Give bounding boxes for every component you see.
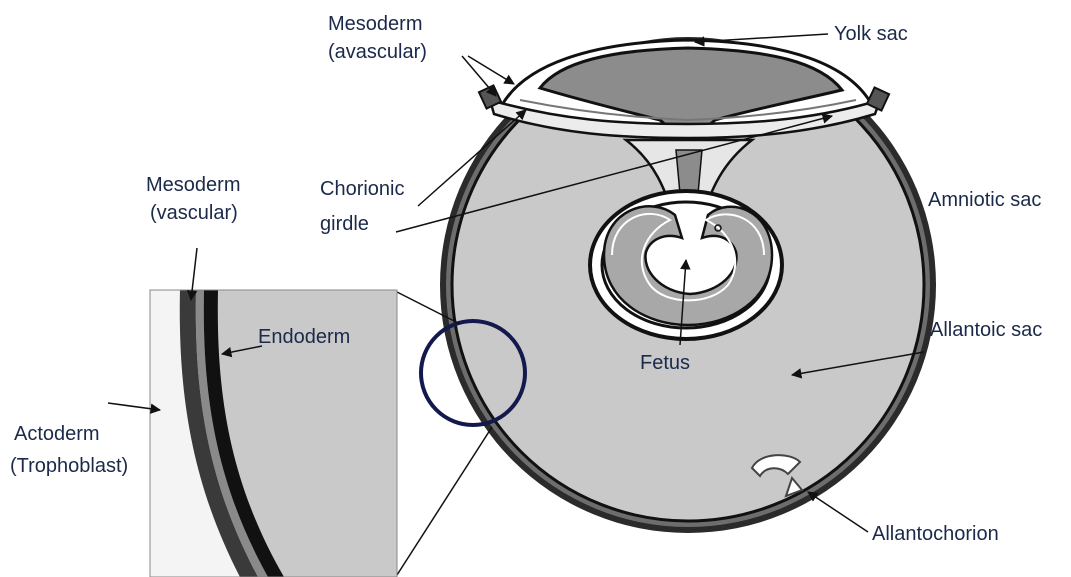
label-mesoderm-vascular-line1: Mesoderm: [146, 174, 240, 196]
label-chorionic-girdle-line2: girdle: [320, 213, 369, 235]
label-mesoderm-vascular-line2: (vascular): [150, 202, 238, 224]
label-actoderm-line1: Actoderm: [14, 423, 100, 445]
label-mesoderm-avascular-line2: (avascular): [328, 41, 427, 63]
label-amniotic-sac: Amniotic sac: [928, 189, 1041, 211]
arrow-allantochorion: [808, 492, 868, 532]
arrow-mesoderm-avascular-right: [468, 56, 514, 84]
label-yolk-sac: Yolk sac: [834, 23, 908, 45]
label-chorionic-girdle-line1: Chorionic: [320, 178, 404, 200]
label-mesoderm-avascular-line1: Mesoderm: [328, 13, 422, 35]
label-actoderm-line2: (Trophoblast): [10, 455, 128, 477]
label-endoderm: Endoderm: [258, 326, 350, 348]
label-fetus: Fetus: [640, 352, 690, 374]
label-allantoic-sac: Allantoic sac: [930, 319, 1042, 341]
zoom-line-bottom: [397, 427, 492, 575]
conceptus: [440, 37, 936, 533]
arrow-yolk-sac: [695, 34, 828, 42]
label-allantochorion: Allantochorion: [872, 523, 999, 545]
